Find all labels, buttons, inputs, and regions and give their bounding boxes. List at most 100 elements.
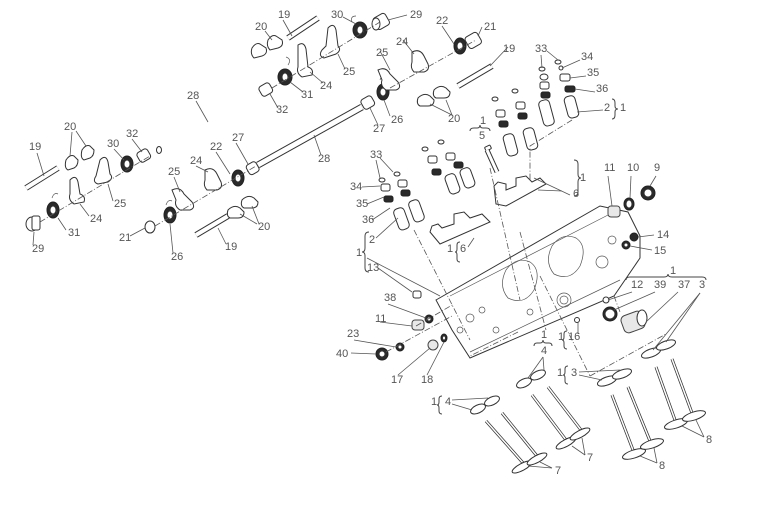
- callout-32: 32: [126, 128, 138, 140]
- rocker-arm-25-left: [93, 156, 113, 185]
- callout-30: 30: [331, 9, 343, 21]
- rocker-pads-20-top: [250, 35, 283, 59]
- brace-12-3: [625, 273, 707, 281]
- callout-33: 33: [370, 149, 382, 161]
- callout-11: 11: [604, 162, 615, 174]
- callout-17: 17: [391, 374, 403, 386]
- left-rocker-assembly: [24, 145, 260, 238]
- bushing-27-upper: [360, 95, 376, 110]
- valve-7-c: [530, 394, 577, 450]
- callout-25: 25: [343, 66, 355, 78]
- valve-tappet-stacks: [378, 59, 580, 231]
- spring-22-upper: [453, 37, 467, 55]
- tappet-stack-2: [554, 59, 580, 119]
- bushing-21-left: [144, 220, 156, 234]
- plug-40: [375, 347, 389, 361]
- callout-29: 29: [32, 243, 44, 255]
- callout-24: 24: [396, 36, 408, 48]
- callout-20: 20: [258, 221, 270, 233]
- callout-4: 4: [541, 345, 547, 357]
- callout-24: 24: [320, 80, 332, 92]
- seal-10: [623, 197, 635, 211]
- valve-guide-4-pair-b: [516, 369, 546, 389]
- callout-21: 21: [119, 232, 131, 244]
- callout-20: 20: [64, 121, 76, 133]
- valve-8-a: [610, 394, 646, 460]
- callout-19: 19: [225, 241, 237, 253]
- valve-seat-3-pair-b: [641, 339, 676, 359]
- callout-4: 4: [445, 396, 451, 408]
- callout-20: 20: [255, 21, 267, 33]
- valve-7-b: [500, 412, 548, 466]
- seal-38: [424, 314, 434, 324]
- left-fittings: [375, 290, 455, 361]
- callout-34: 34: [350, 181, 362, 193]
- callout-35: 35: [587, 67, 599, 79]
- callout-22: 22: [210, 141, 222, 153]
- callout-20: 20: [448, 113, 460, 125]
- brace-16-1: [561, 330, 568, 350]
- valve-7-a: [484, 420, 533, 474]
- callout-1: 1: [541, 329, 547, 341]
- callout-6: 6: [460, 243, 466, 255]
- callout-26: 26: [171, 251, 183, 263]
- callout-33: 33: [535, 43, 547, 55]
- tappet-stack-7: [378, 177, 410, 231]
- callout-28: 28: [318, 153, 330, 165]
- callout-8: 8: [706, 434, 712, 446]
- bushing-29-top: [371, 12, 390, 31]
- spring-26-left: [163, 200, 177, 224]
- callout-21: 21: [484, 21, 496, 33]
- spring-31-upper: [277, 56, 293, 86]
- callout-18: 18: [421, 374, 433, 386]
- callout-7: 7: [555, 465, 561, 477]
- fitting-37: [620, 309, 648, 334]
- callout-23: 23: [347, 328, 359, 340]
- valve-8-d: [670, 358, 706, 422]
- callout-19: 19: [278, 9, 290, 21]
- brace-4-1b: [436, 395, 443, 415]
- rocker-pads-20-left-b: [226, 195, 259, 219]
- bushing-32-upper: [258, 82, 274, 97]
- seal-18: [440, 333, 448, 343]
- fitting-11-right: [607, 205, 621, 218]
- rocker-arm-25-left-b: [171, 188, 195, 211]
- callout-35: 35: [356, 198, 368, 210]
- callout-1: 1: [356, 247, 362, 259]
- callout-1: 1: [480, 115, 486, 127]
- bushing-32-left: [136, 148, 152, 163]
- pin-19-upper: [456, 63, 494, 89]
- brace-4-1: [533, 339, 553, 347]
- tappet-stack-3: [491, 96, 519, 157]
- brace-3-1: [562, 365, 569, 385]
- bushing-21-upper: [464, 31, 482, 49]
- tappet-stack-5: [421, 146, 461, 195]
- callout-2: 2: [604, 102, 610, 114]
- callout-1: 1: [670, 265, 676, 277]
- callout-2: 2: [369, 234, 375, 246]
- callout-25: 25: [168, 166, 180, 178]
- callout-32: 32: [276, 104, 288, 116]
- alignment-lines: [413, 119, 667, 377]
- fitting-14: [629, 232, 639, 242]
- rocker-arm-25-mid: [377, 68, 401, 91]
- rocker-arm-24-left: [69, 176, 85, 205]
- callout-1: 1: [431, 396, 437, 408]
- callout-1: 1: [558, 331, 564, 343]
- cylinder-head: [435, 205, 641, 359]
- pin-19-left: [24, 165, 60, 191]
- callout-1: 1: [580, 172, 586, 184]
- callout-34: 34: [581, 51, 593, 63]
- callout-27: 27: [232, 132, 244, 144]
- callout-24: 24: [90, 213, 102, 225]
- callout-9: 9: [654, 162, 660, 174]
- callout-25: 25: [376, 47, 388, 59]
- callout-19: 19: [29, 141, 41, 153]
- plug-9: [640, 185, 656, 201]
- callout-10: 10: [627, 162, 639, 174]
- callout-36: 36: [596, 83, 608, 95]
- leader-lines: [32, 14, 705, 469]
- brace-6-1: [573, 159, 582, 197]
